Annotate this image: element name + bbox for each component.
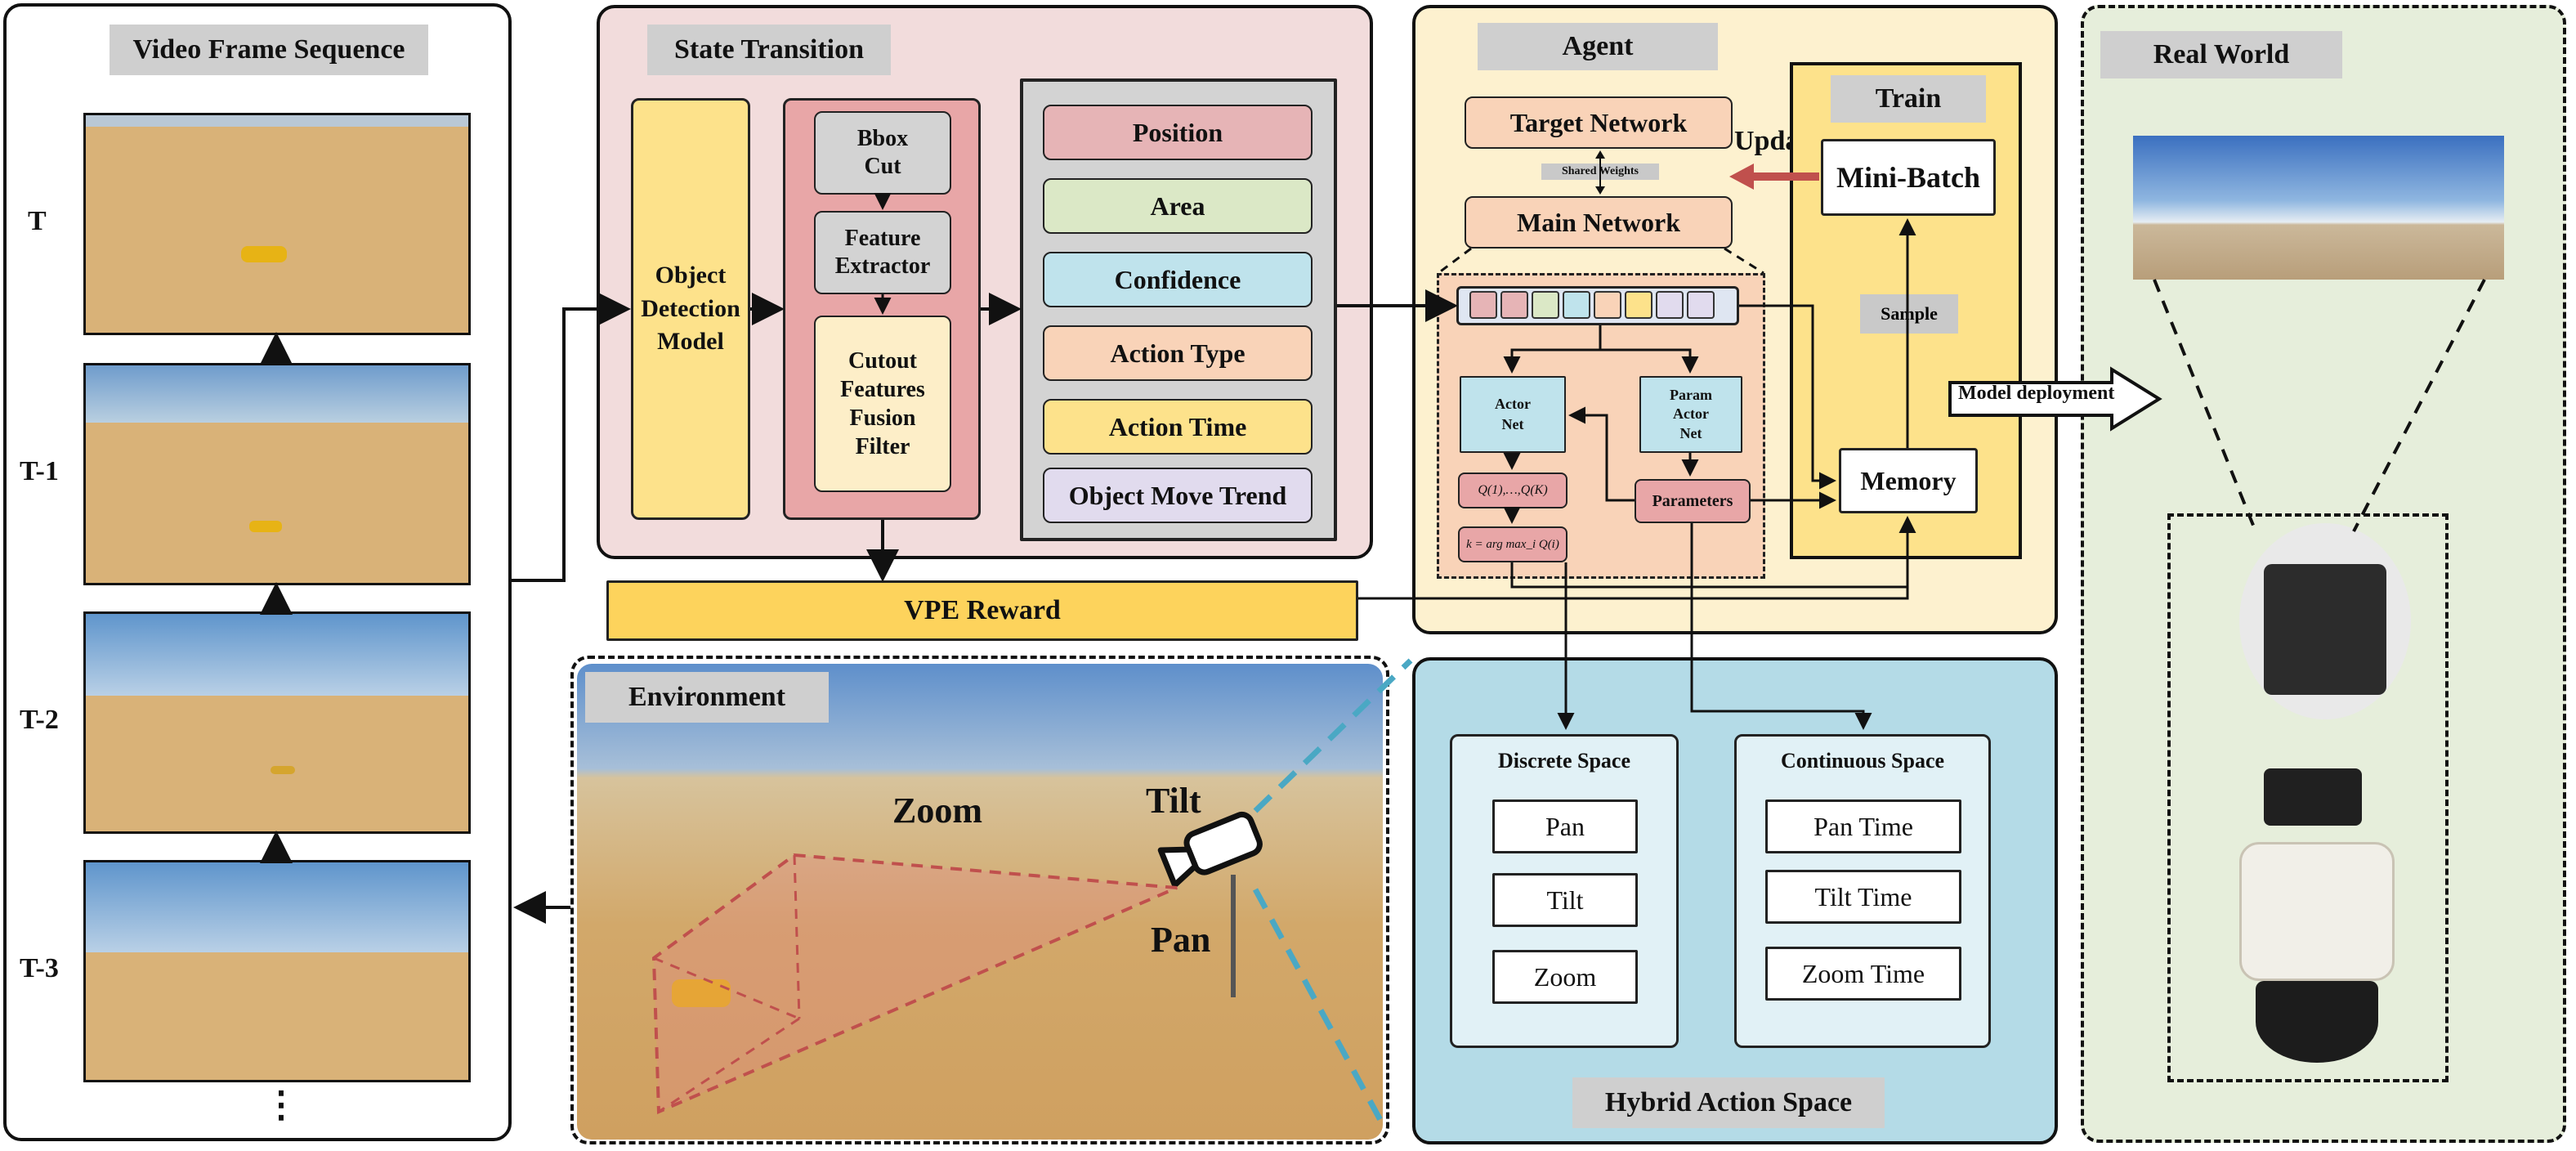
- state-item-action-time: Action Time: [1043, 399, 1313, 455]
- vector-cell: [1625, 291, 1652, 319]
- vector-cell: [1500, 291, 1528, 319]
- vector-cell: [1656, 291, 1684, 319]
- video-frame-title: Video Frame Sequence: [110, 25, 428, 75]
- real-world-title: Real World: [2100, 31, 2342, 78]
- feature-extractor-box: Feature Extractor: [814, 211, 951, 294]
- argmax-box: k = arg max_i Q(i): [1458, 526, 1568, 562]
- fusion-filter-box: Cutout Features Fusion Filter: [814, 316, 951, 492]
- continuous-tilt-time-box: Tilt Time: [1765, 870, 1961, 924]
- bbox-cut-box: Bbox Cut: [814, 111, 951, 195]
- zoom-label: Zoom: [892, 790, 982, 831]
- car-icon: [672, 979, 731, 1007]
- frame-label-t-1: T-1: [20, 456, 59, 486]
- hybrid-action-title: Hybrid Action Space: [1572, 1077, 1885, 1128]
- car-icon: [241, 246, 287, 262]
- discrete-pan-box: Pan: [1492, 799, 1638, 853]
- frame-label-t: T: [28, 206, 47, 236]
- ptz-body-icon: [2239, 842, 2395, 981]
- vpe-reward-bar: VPE Reward: [606, 580, 1358, 641]
- vector-cell: [1532, 291, 1559, 319]
- continuous-zoom-time-box: Zoom Time: [1765, 947, 1961, 1001]
- q-values-box: Q(1),…,Q(K): [1458, 472, 1568, 508]
- state-item-confidence: Confidence: [1043, 252, 1313, 307]
- frame-label-t-3: T-3: [20, 953, 59, 983]
- actor-net-box: Actor Net: [1460, 376, 1566, 453]
- param-actor-net-box: Param Actor Net: [1639, 376, 1742, 453]
- camera-pole: [1231, 875, 1236, 997]
- state-item-area: Area: [1043, 178, 1313, 234]
- car-icon: [249, 521, 282, 532]
- main-network-box: Main Network: [1465, 196, 1733, 249]
- sample-label: Sample: [1860, 294, 1958, 334]
- environment-title: Environment: [585, 672, 829, 723]
- ellipsis: ⋮: [263, 1085, 299, 1125]
- state-item-object-move-trend: Object Move Trend: [1043, 468, 1313, 523]
- camera-device-frame: [2167, 513, 2449, 1082]
- video-frame-t-2: [83, 611, 471, 834]
- discrete-zoom-box: Zoom: [1492, 950, 1638, 1004]
- memory-box: Memory: [1839, 448, 1978, 513]
- train-title: Train: [1831, 75, 1986, 123]
- tilt-label: Tilt: [1146, 781, 1201, 821]
- ptz-head-icon: [2264, 768, 2362, 826]
- vector-cell: [1594, 291, 1621, 319]
- shared-weights-label: Shared Weights: [1541, 163, 1659, 180]
- mini-batch-box: Mini-Batch: [1821, 139, 1996, 216]
- frame-label-t-2: T-2: [20, 705, 59, 735]
- vector-cell: [1563, 291, 1590, 319]
- video-frame-t: [83, 113, 471, 335]
- parameters-box: Parameters: [1635, 479, 1751, 523]
- real-world-photo: [2133, 136, 2504, 280]
- vector-cell: [1469, 291, 1497, 319]
- video-frame-t-3: [83, 860, 471, 1082]
- camera-board-icon: [2264, 564, 2386, 695]
- car-icon: [271, 766, 295, 774]
- vector-cell: [1687, 291, 1715, 319]
- ptz-base-icon: [2256, 981, 2378, 1063]
- video-frame-t-1: [83, 363, 471, 585]
- agent-title: Agent: [1478, 23, 1718, 70]
- discrete-tilt-box: Tilt: [1492, 873, 1638, 927]
- discrete-space-title: Discrete Space: [1498, 749, 1630, 773]
- object-detection-model: Object Detection Model: [631, 98, 750, 520]
- model-deployment-label: Model deployment: [1958, 383, 2115, 404]
- deploy-arrow-icon: [1948, 366, 2162, 432]
- pan-label: Pan: [1151, 920, 1211, 960]
- camera-icon: [1157, 811, 1263, 889]
- continuous-pan-time-box: Pan Time: [1765, 799, 1961, 853]
- continuous-space-title: Continuous Space: [1780, 749, 1945, 773]
- state-item-position: Position: [1043, 105, 1313, 160]
- state-transition-title: State Transition: [647, 25, 891, 75]
- environment-scene: [577, 664, 1383, 1140]
- target-network-box: Target Network: [1465, 96, 1733, 149]
- state-item-action-type: Action Type: [1043, 325, 1313, 381]
